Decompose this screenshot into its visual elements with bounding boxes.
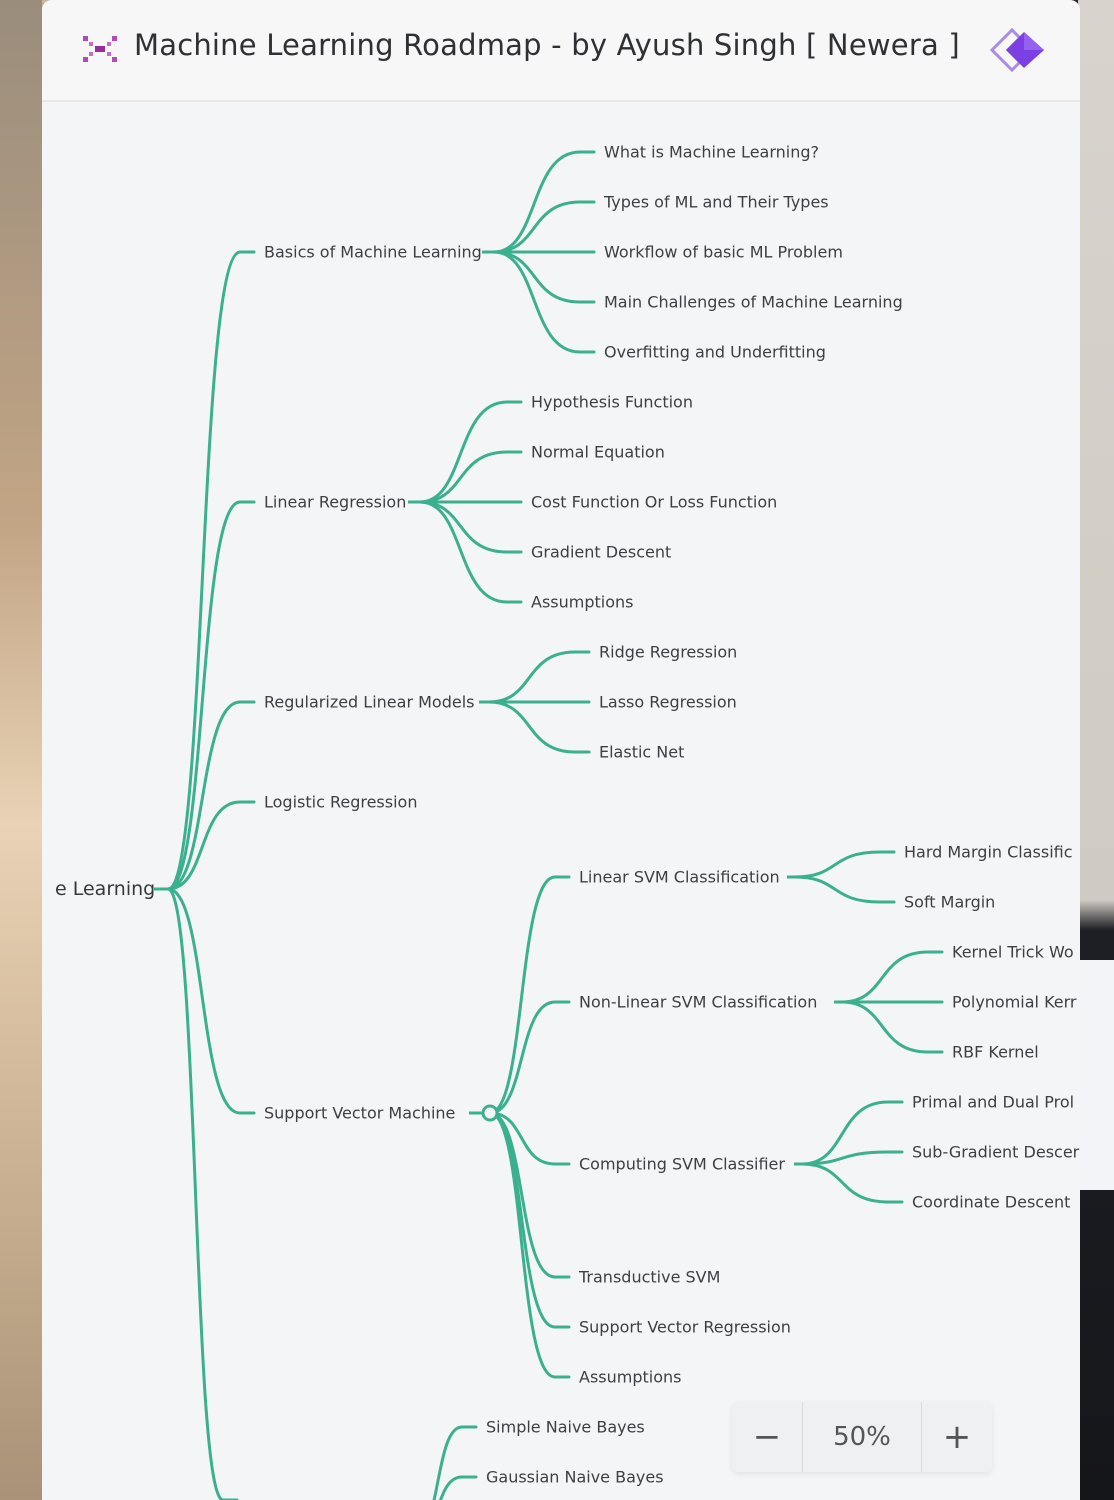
branch-to-nb-c2 xyxy=(438,1475,478,1500)
branch-to-basics-c2 xyxy=(492,200,596,254)
branch-to-svm-nonlin-c1 xyxy=(840,950,944,1004)
node-basics-c3[interactable]: Workflow of basic ML Problem xyxy=(604,242,843,262)
background-left xyxy=(0,0,42,1500)
node-reg-c3[interactable]: Elastic Net xyxy=(599,742,685,762)
node-svm-lin-c2[interactable]: Soft Margin xyxy=(904,892,996,912)
branch-to-basics xyxy=(166,250,256,891)
node-nb-c2[interactable]: Gaussian Naive Bayes xyxy=(486,1467,664,1487)
node-linreg-c5[interactable]: Assumptions xyxy=(531,592,634,612)
node-reg-c1[interactable]: Ridge Regression xyxy=(599,642,738,662)
node-linreg-c3[interactable]: Cost Function Or Loss Function xyxy=(531,492,778,512)
branch-to-linreg-c5 xyxy=(418,500,523,604)
zoom-level: 50% xyxy=(833,1422,891,1452)
node-svm-comp[interactable]: Computing SVM Classifier xyxy=(579,1154,785,1174)
branch-offscreen xyxy=(166,887,239,1500)
branch-to-basics-c1 xyxy=(492,150,596,254)
branch-to-svm-nonlin xyxy=(488,1000,571,1115)
zoom-control: − 50% + xyxy=(732,1402,992,1472)
node-svm-comp-c1[interactable]: Primal and Dual Prol xyxy=(912,1092,1075,1112)
node-basics-c5[interactable]: Overfitting and Underfitting xyxy=(604,342,826,362)
branch-to-svm-trans xyxy=(488,1111,571,1279)
node-svm-nonlin-c1[interactable]: Kernel Trick Wo xyxy=(952,942,1074,962)
branch-to-svm-comp-c3 xyxy=(800,1162,904,1204)
node-svm-lin-c1[interactable]: Hard Margin Classific xyxy=(904,842,1073,862)
node-linreg-c2[interactable]: Normal Equation xyxy=(531,442,665,462)
node-linreg-c1[interactable]: Hypothesis Function xyxy=(531,392,693,412)
branch-to-nb-c1 xyxy=(432,1425,478,1500)
node-basics-c2[interactable]: Types of ML and Their Types xyxy=(604,192,829,212)
node-svm-assump[interactable]: Assumptions xyxy=(579,1367,682,1387)
branch-to-svm-comp xyxy=(488,1111,571,1166)
node-linreg[interactable]: Linear Regression xyxy=(264,492,407,512)
branch-to-linreg-c4 xyxy=(418,500,523,554)
node-linreg-c4[interactable]: Gradient Descent xyxy=(531,542,672,562)
node-svm[interactable]: Support Vector Machine xyxy=(264,1103,456,1123)
branch-to-linreg-c2 xyxy=(418,450,523,504)
branch-to-logreg xyxy=(166,800,256,891)
node-basics-c4[interactable]: Main Challenges of Machine Learning xyxy=(604,292,903,312)
mindmap-window: Machine Learning Roadmap - by Ayush Sing… xyxy=(42,0,1080,1500)
branch-to-svm-nonlin-c3 xyxy=(840,1000,944,1054)
branch-to-svm-comp-c1 xyxy=(800,1100,904,1166)
node-reg-c2[interactable]: Lasso Regression xyxy=(599,692,737,712)
node-nb-c1[interactable]: Simple Naive Bayes xyxy=(486,1417,645,1437)
diamond-logo-icon[interactable] xyxy=(986,26,1048,74)
branch-to-reg xyxy=(166,700,256,891)
branch-to-reg-c1 xyxy=(487,650,591,704)
background-right xyxy=(1078,0,1114,1500)
node-basics[interactable]: Basics of Machine Learning xyxy=(264,242,482,262)
branch-to-linreg xyxy=(166,500,256,891)
branch-to-svm-assump xyxy=(488,1111,571,1379)
mindmap-branches xyxy=(154,150,944,1500)
node-svm-nonlin[interactable]: Non-Linear SVM Classification xyxy=(579,992,818,1012)
branch-to-svm-lin-c1 xyxy=(793,850,896,879)
page-title: Machine Learning Roadmap - by Ayush Sing… xyxy=(134,28,960,62)
zoom-in-button[interactable]: + xyxy=(921,1402,992,1472)
node-svm-comp-c2[interactable]: Sub-Gradient Descer xyxy=(912,1142,1080,1162)
node-svm-lin[interactable]: Linear SVM Classification xyxy=(579,867,780,887)
node-svm-trans[interactable]: Transductive SVM xyxy=(579,1267,721,1287)
branch-to-basics-c4 xyxy=(492,250,596,304)
branch-to-linreg-c1 xyxy=(418,400,523,504)
branch-to-basics-c5 xyxy=(492,250,596,354)
node-root[interactable]: e Learning xyxy=(55,878,156,900)
node-svm-comp-c3[interactable]: Coordinate Descent xyxy=(912,1192,1071,1212)
branch-to-svm-reg xyxy=(488,1111,571,1329)
node-svm-nonlin-c2[interactable]: Polynomial Kerr xyxy=(952,992,1077,1012)
collapse-toggle[interactable] xyxy=(481,1104,499,1122)
branch-to-svm xyxy=(166,887,256,1115)
zoom-out-button[interactable]: − xyxy=(732,1402,803,1472)
header-bar: Machine Learning Roadmap - by Ayush Sing… xyxy=(42,0,1080,102)
background-monitor xyxy=(1075,960,1114,1190)
node-reg[interactable]: Regularized Linear Models xyxy=(264,692,475,712)
branch-to-svm-comp-c2 xyxy=(800,1150,904,1166)
branch-to-svm-lin xyxy=(488,875,571,1115)
branch-to-reg-c3 xyxy=(487,700,591,754)
node-basics-c1[interactable]: What is Machine Learning? xyxy=(604,142,820,162)
node-svm-reg[interactable]: Support Vector Regression xyxy=(579,1317,791,1337)
node-logreg[interactable]: Logistic Regression xyxy=(264,792,418,812)
mindmap-icon xyxy=(83,36,117,62)
node-svm-nonlin-c3[interactable]: RBF Kernel xyxy=(952,1042,1039,1062)
branch-to-svm-lin-c2 xyxy=(793,875,896,904)
